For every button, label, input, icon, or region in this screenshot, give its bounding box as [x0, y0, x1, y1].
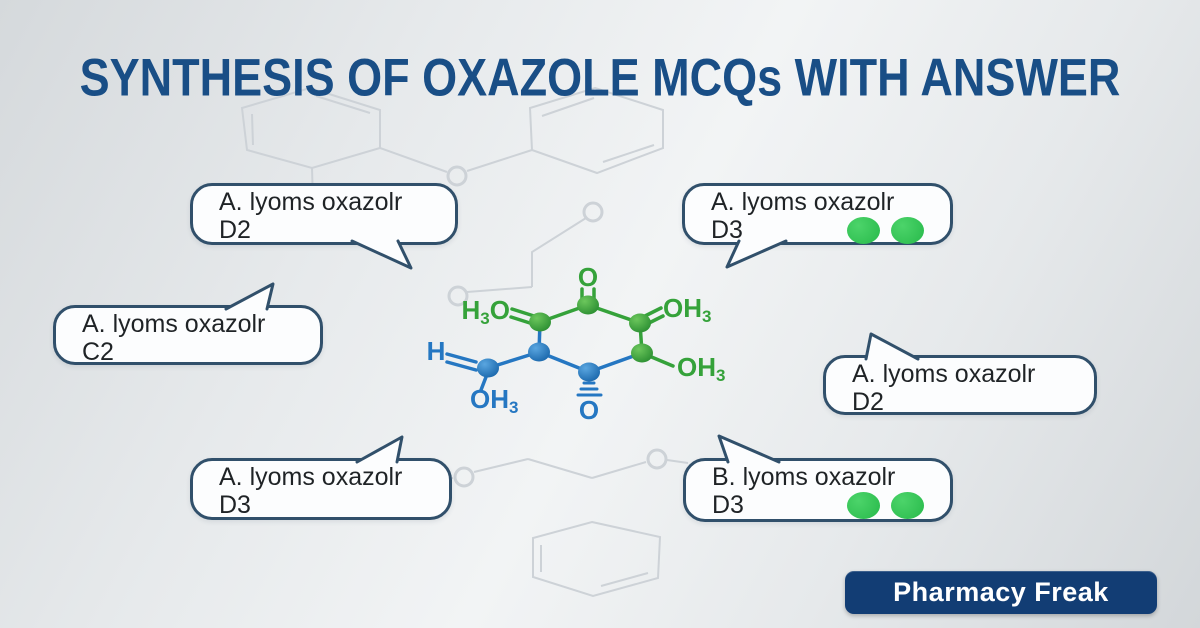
mcq-bubble-bottom-right: B. lyoms oxazolr D3 — [683, 458, 953, 522]
mcq-bubble-top-right: A. lyoms oxazolr D3 — [682, 183, 953, 245]
answer-dot — [891, 216, 924, 244]
watermark-benzene-ring — [532, 520, 662, 598]
watermark-oxygen-atom — [582, 201, 604, 223]
molecule-label-h3o: H3O — [462, 295, 510, 328]
watermark-oxygen-atom — [453, 466, 475, 488]
answer-dot — [847, 216, 880, 244]
mcq-answer-text: C2 — [82, 338, 114, 366]
answer-dot — [847, 491, 880, 519]
mcq-bubble-top-left: A. lyoms oxazolr D2 — [190, 183, 458, 245]
mcq-answer-text: D3 — [712, 491, 744, 519]
mcq-option-text: A. lyoms oxazolr — [711, 188, 895, 216]
molecule-bonds — [445, 287, 675, 397]
molecule-label-h: H — [427, 336, 446, 366]
mcq-answer-text: D3 — [219, 491, 251, 519]
molecule-label-oh3-right: OH3 — [663, 293, 711, 326]
mcq-option-text: A. lyoms oxazolr — [219, 463, 403, 491]
mcq-option-text: A. lyoms oxazolr — [219, 188, 403, 216]
molecule-label-bottom-o: O — [579, 395, 599, 425]
brand-badge-label: Pharmacy Freak — [893, 577, 1109, 607]
mcq-bubble-bottom-left: A. lyoms oxazolr D3 — [190, 458, 452, 520]
mcq-bubble-middle-right: A. lyoms oxazolr D2 — [823, 355, 1097, 416]
brand-badge: Pharmacy Freak — [845, 571, 1157, 614]
mcq-answer-text: D2 — [219, 216, 251, 244]
mcq-option-text: B. lyoms oxazolr — [712, 463, 896, 491]
watermark-oxygen-atom — [446, 165, 468, 187]
mcq-answer-text: D2 — [852, 388, 884, 416]
molecule-label-top-o: O — [578, 262, 598, 292]
mcq-bubble-middle-left: A. lyoms oxazolr C2 — [53, 305, 323, 366]
answer-dot — [891, 491, 924, 519]
page-title: SYNTHESIS OF OXAZOLE MCQs WITH ANSWER — [79, 47, 1121, 108]
mcq-option-text: A. lyoms oxazolr — [82, 310, 266, 338]
mcq-answer-text: D3 — [711, 216, 743, 244]
molecule-diagram: O H3O OH3 OH3 H OH3 O — [427, 262, 726, 425]
molecule-atoms — [477, 295, 653, 382]
molecule-label-oh3-bottom-left: OH3 — [470, 384, 518, 417]
molecule-label-oh3-lower-right: OH3 — [677, 352, 725, 385]
mcq-option-text: A. lyoms oxazolr — [852, 360, 1036, 388]
watermark-oxygen-atom — [646, 448, 668, 470]
